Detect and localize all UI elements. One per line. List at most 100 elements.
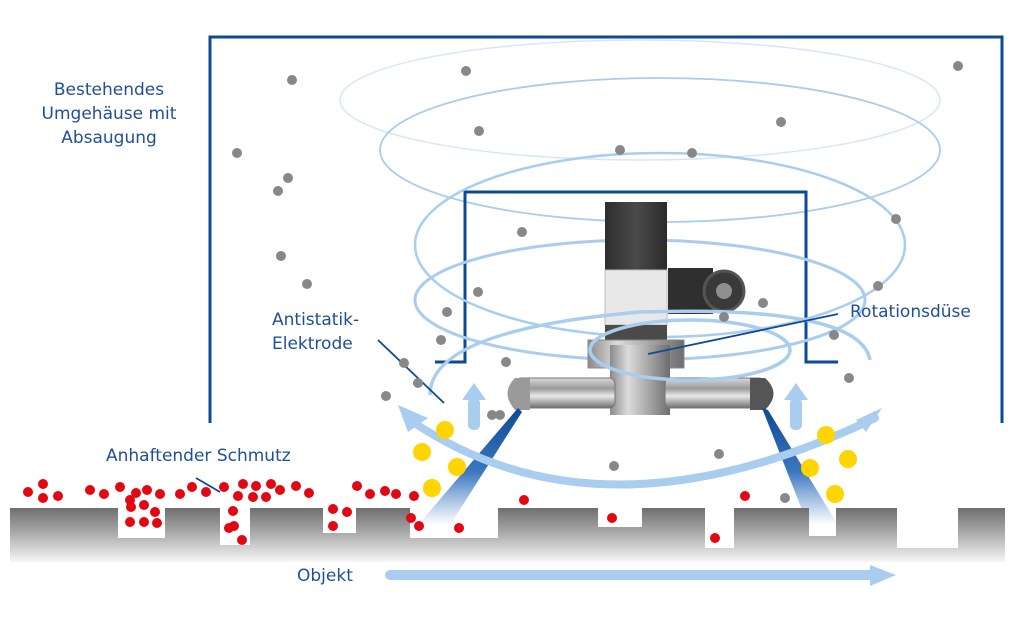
adhering-dirt-particle <box>607 513 617 523</box>
airborne-particle <box>436 335 446 345</box>
airborne-particle <box>501 357 511 367</box>
adhering-dirt-particle <box>291 481 301 491</box>
airborne-particle <box>381 391 391 401</box>
airflow-swirl-front <box>428 309 872 396</box>
leader-dirt <box>195 477 221 493</box>
adhering-dirt-particle <box>38 479 48 489</box>
adhering-dirt-particle <box>131 488 141 498</box>
label-dirt: Anhaftender Schmutz <box>106 446 291 466</box>
airborne-particle <box>615 145 625 155</box>
adhering-dirt-particle <box>352 481 362 491</box>
loosened-particle <box>423 479 441 497</box>
airflow-arc <box>406 414 879 489</box>
airborne-particle <box>399 358 409 368</box>
adhering-dirt-particle <box>126 502 136 512</box>
airflow-spiral-top <box>339 39 941 161</box>
airborne-particle <box>873 281 883 291</box>
adhering-dirt-particle <box>519 495 529 505</box>
airborne-particle <box>413 378 423 388</box>
adhering-dirt-particle <box>406 513 416 523</box>
adhering-dirt-particle <box>23 487 33 497</box>
airborne-particle <box>891 214 901 224</box>
air-jet-right <box>762 408 838 525</box>
adhering-dirt-particle <box>139 517 149 527</box>
adhering-dirt-particle <box>152 518 162 528</box>
adhering-dirt-particle <box>454 523 464 533</box>
airborne-particle <box>776 117 786 127</box>
motor-band <box>604 269 668 326</box>
adhering-dirt-particle <box>275 485 285 495</box>
airborne-particles <box>232 61 963 503</box>
airflow-arrowhead-right <box>856 408 882 432</box>
airborne-particle <box>758 298 768 308</box>
adhering-dirt-particle <box>304 488 314 498</box>
motor-housing <box>605 202 667 270</box>
adhering-dirt-particle <box>233 491 243 501</box>
airflow-spiral-front <box>588 318 792 382</box>
adhering-dirt-particle <box>201 487 211 497</box>
extraction-arrow-right <box>784 383 808 430</box>
adhering-dirt-particle <box>155 489 165 499</box>
airborne-particle <box>283 173 293 183</box>
airborne-particle <box>517 227 527 237</box>
airborne-particle <box>473 287 483 297</box>
adhering-dirt-particle <box>228 506 238 516</box>
airborne-particle <box>287 75 297 85</box>
adhering-dirt-particle <box>391 489 401 499</box>
airborne-particle <box>442 307 452 317</box>
adhering-dirt-particle <box>342 507 352 517</box>
loosened-particle <box>839 450 857 468</box>
adhering-dirt-particle <box>365 489 375 499</box>
airborne-particle <box>609 461 619 471</box>
leader-electrode <box>377 339 445 404</box>
loosened-particle <box>436 421 454 439</box>
leader-nozzle <box>647 313 839 355</box>
adhering-dirt-particle <box>125 517 135 527</box>
adhering-dirt-particle <box>740 491 750 501</box>
airborne-particle <box>719 312 729 322</box>
nozzle-housing <box>435 190 838 364</box>
label-enclosure: Bestehendes Umgehäuse mit Absaugung <box>24 78 194 150</box>
adhering-dirt-particle <box>85 485 95 495</box>
airborne-particle <box>780 493 790 503</box>
nozzle-tip-left <box>507 378 530 410</box>
adhering-dirt-particle <box>261 492 271 502</box>
airborne-particle <box>487 410 497 420</box>
extraction-arrow-left <box>462 383 486 430</box>
adhering-dirt-particle <box>99 489 109 499</box>
airflow-arrowhead-left <box>398 405 428 432</box>
adhering-dirt-particle <box>224 523 234 533</box>
label-enclosure-line-3: Absaugung <box>61 128 157 148</box>
adhering-dirt-particle <box>328 521 338 531</box>
airborne-particle <box>495 410 505 420</box>
airborne-particle <box>687 148 697 158</box>
adhering-dirt-particle <box>139 500 149 510</box>
adhering-dirt-particle <box>248 492 258 502</box>
adhering-dirt-particle <box>710 533 720 543</box>
airborne-particle <box>829 330 839 340</box>
rotation-nozzle-device <box>507 202 774 415</box>
loosened-particle <box>801 459 819 477</box>
adhering-dirt-particle <box>328 504 338 514</box>
airborne-particle <box>276 251 286 261</box>
airborne-particle <box>273 186 283 196</box>
loosened-particle <box>826 485 844 503</box>
adhering-dirt-particle <box>38 493 48 503</box>
label-object: Objekt <box>297 566 353 586</box>
airborne-particle <box>714 449 724 459</box>
label-enclosure-line-1: Bestehendes <box>53 80 165 100</box>
adhering-dirt-particle <box>238 479 248 489</box>
adhering-dirt-particle <box>53 491 63 501</box>
label-electrode-line-1: Antistatik- <box>272 310 360 330</box>
loosened-particle <box>413 443 431 461</box>
adhering-dirt-particles <box>23 479 750 545</box>
adhering-dirt-particle <box>380 486 390 496</box>
adhering-dirt-particle <box>237 535 247 545</box>
airborne-particle <box>474 126 484 136</box>
label-enclosure-line-2: Umgehäuse mit <box>41 104 177 124</box>
loosened-particle <box>448 458 466 476</box>
adhering-dirt-particle <box>414 521 424 531</box>
adhering-dirt-particle <box>219 482 229 492</box>
loosened-particle <box>817 426 835 444</box>
